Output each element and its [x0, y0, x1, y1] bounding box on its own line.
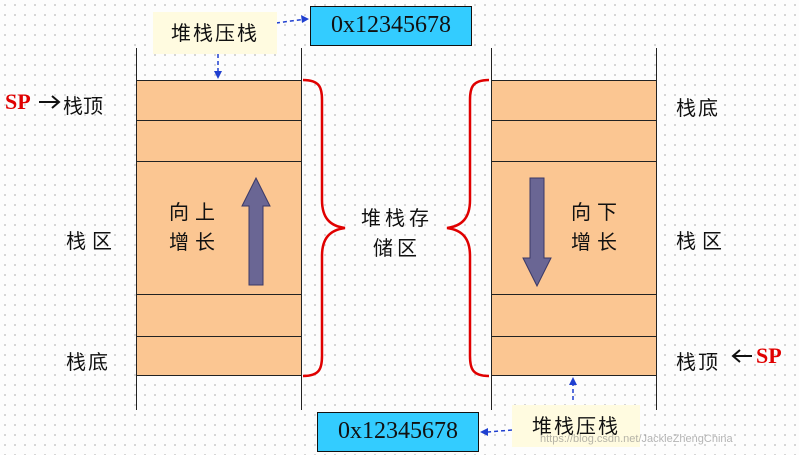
bottom-dashed-up-arrowhead: [569, 377, 577, 385]
right-top-label: 栈底: [676, 96, 720, 120]
center-line2: 储区: [373, 236, 421, 260]
left-bottom-label: 栈底: [66, 350, 110, 374]
left-sp-marker: SP: [5, 89, 31, 114]
left-brace: [302, 78, 346, 378]
left-stack-cell-3: [137, 161, 301, 294]
right-brace: [446, 78, 490, 378]
right-stack-left-border: [491, 48, 492, 410]
left-sp-arrow: [39, 95, 61, 109]
up-arrow: [241, 176, 271, 286]
right-stack-cell-3: [492, 161, 656, 294]
right-stack-direction-label: 向下 增长: [562, 197, 632, 257]
bottom-push-note: 堆栈压栈: [512, 405, 640, 447]
right-stack-cell-1: [492, 80, 656, 120]
down-arrow: [522, 177, 552, 288]
center-line1: 堆栈存: [361, 206, 433, 230]
left-stack-left-border: [136, 48, 137, 410]
left-stack-cell-1: [137, 80, 301, 120]
watermark-text: https://blog.csdn.net/JackieZhengChina: [540, 433, 733, 445]
left-stack-direction-line2: 增长: [169, 230, 221, 254]
top-dashed-connector: [275, 18, 307, 24]
left-stack-direction-line1: 向上: [169, 200, 221, 224]
top-dashed-down-arrowhead: [214, 71, 222, 79]
top-dashed-arrowhead: [301, 15, 309, 23]
right-sp-marker: SP: [756, 343, 782, 368]
bottom-address-box: 0x12345678: [317, 412, 479, 452]
top-push-note: 堆栈压栈: [153, 12, 277, 54]
center-storage-label: 堆栈存 储区: [352, 203, 442, 263]
left-stack-cell-5: [137, 336, 301, 376]
right-stack-direction-line1: 向下: [571, 200, 623, 224]
left-stack-right-border: [301, 48, 302, 410]
left-stack-direction-label: 向上 增长: [160, 197, 230, 257]
right-stack-cell-5: [492, 336, 656, 376]
right-bottom-label: 栈顶: [676, 350, 720, 374]
right-stack-direction-line2: 增长: [571, 230, 623, 254]
top-address-box: 0x12345678: [310, 6, 472, 46]
bottom-dashed-connector: [487, 429, 513, 433]
left-middle-label: 栈区: [66, 229, 118, 253]
left-top-label: 栈顶: [63, 94, 103, 118]
right-sp-arrow: [731, 349, 752, 363]
right-middle-label: 栈区: [676, 229, 728, 253]
right-stack-right-border: [656, 48, 657, 410]
right-stack-cell-2: [492, 120, 656, 161]
right-stack-cell-4: [492, 294, 656, 336]
bottom-dashed-arrowhead: [480, 428, 488, 436]
left-stack-cell-4: [137, 294, 301, 336]
left-stack-cell-2: [137, 120, 301, 161]
